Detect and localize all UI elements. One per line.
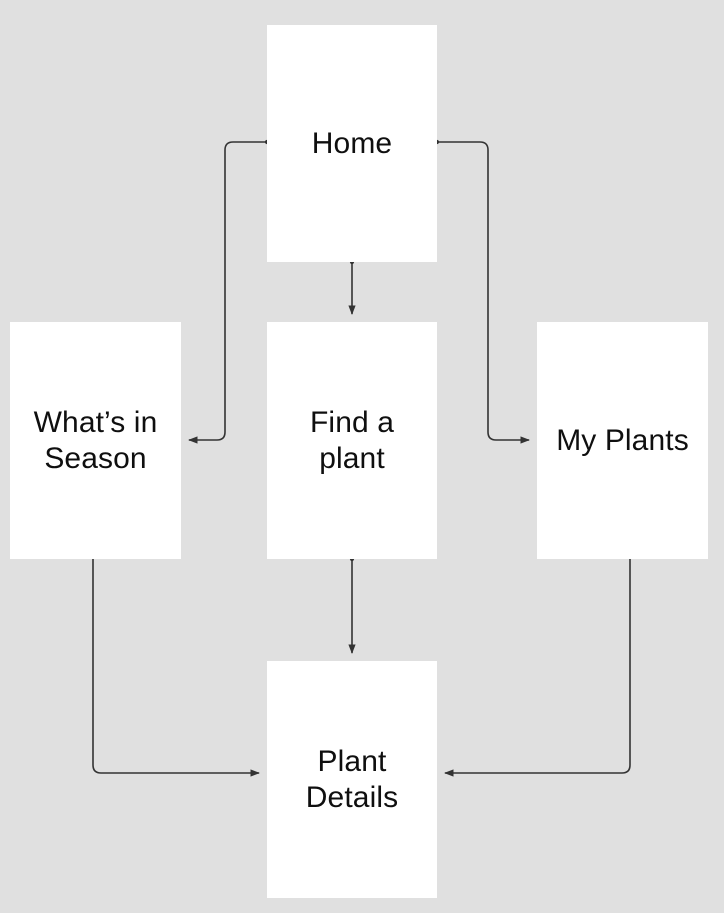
edge-myplants-to-details — [444, 559, 631, 777]
node-whats-in-season-label: What’s in Season — [33, 405, 158, 475]
node-find-a-plant[interactable]: Find a plant — [267, 322, 437, 559]
edge-home-to-season — [188, 139, 270, 444]
edge-season-to-details — [92, 559, 260, 777]
node-plant-details-label: Plant Details — [305, 744, 399, 814]
node-find-a-plant-label: Find a plant — [310, 405, 394, 475]
node-whats-in-season[interactable]: What’s in Season — [10, 322, 181, 559]
edge-home-to-find — [348, 259, 356, 315]
node-my-plants[interactable]: My Plants — [537, 322, 708, 559]
node-plant-details[interactable]: Plant Details — [267, 661, 437, 898]
node-home-label: Home — [311, 126, 393, 160]
node-my-plants-label: My Plants — [556, 423, 689, 457]
edge-find-to-details — [348, 556, 356, 654]
node-home[interactable]: Home — [267, 25, 437, 262]
edge-home-to-myplants — [434, 139, 530, 444]
